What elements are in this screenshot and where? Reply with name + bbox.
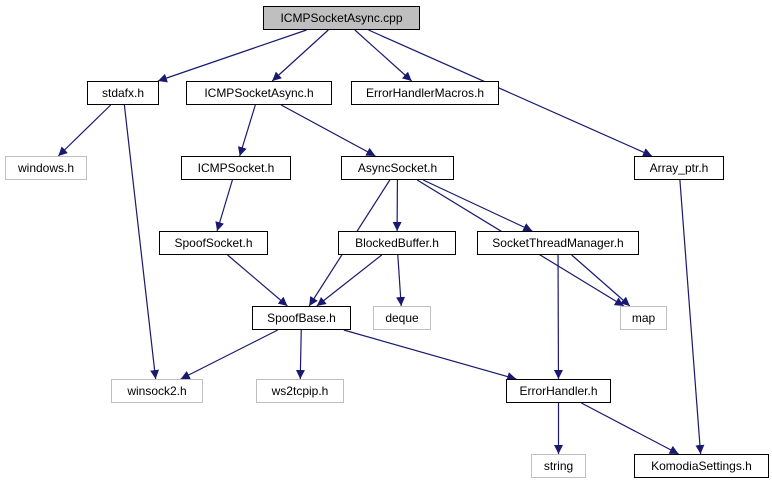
edge-icmpsocket_h-to-spoofsocket_h — [215, 179, 233, 232]
edge-spoofbase_h-to-ws2tcpip_h — [295, 329, 305, 380]
node-stdafx-h[interactable]: stdafx.h — [87, 81, 159, 105]
edge-stdafx_h-to-windows_h — [57, 104, 112, 157]
node-spoofsocket-h[interactable]: SpoofSocket.h — [159, 231, 268, 255]
node-ws2tcpip-h[interactable]: ws2tcpip.h — [256, 379, 344, 403]
edge-asyncsocket_h-to-socketthreadmanager_h — [422, 179, 533, 232]
edge-errorhandler_h-to-komodiasettings_h — [581, 402, 679, 455]
edge-socketthreadmanager_h-to-map — [571, 254, 631, 307]
node-deque[interactable]: deque — [373, 306, 431, 330]
node-winsock2-h[interactable]: winsock2.h — [111, 379, 203, 403]
edge-stdafx_h-to-winsock2_h — [123, 104, 160, 380]
edge-icmpsocketasync_cpp-to-errorhandlermacros_h — [354, 29, 413, 82]
node-asyncsocket-h[interactable]: AsyncSocket.h — [341, 156, 454, 180]
edge-icmpsocketasync_h-to-asyncsocket_h — [280, 104, 376, 157]
node-komodiasettings-h[interactable]: KomodiaSettings.h — [634, 454, 769, 478]
edge-icmpsocketasync_h-to-icmpsocket_h — [238, 104, 256, 157]
node-blockedbuffer-h[interactable]: BlockedBuffer.h — [338, 231, 456, 255]
node-socketthreadmanager-h[interactable]: SocketThreadManager.h — [477, 231, 639, 255]
edge-blockedbuffer_h-to-spoofbase_h — [316, 254, 383, 307]
edge-array_ptr_h-to-komodiasettings_h — [679, 179, 705, 455]
edge-icmpsocketasync_cpp-to-icmpsocketasync_h — [271, 29, 329, 82]
node-array-ptr-h[interactable]: Array_ptr.h — [634, 156, 724, 180]
node-errorhandlermacros-h[interactable]: ErrorHandlerMacros.h — [351, 81, 499, 105]
node-icmpsocket-h[interactable]: ICMPSocket.h — [181, 156, 291, 180]
edge-spoofsocket_h-to-spoofbase_h — [227, 254, 288, 307]
edge-spoofbase_h-to-errorhandler_h — [343, 329, 517, 381]
edge-icmpsocketasync_cpp-to-stdafx_h — [157, 29, 307, 83]
node-windows-h[interactable]: windows.h — [5, 156, 87, 180]
node-string[interactable]: string — [531, 454, 586, 478]
node-icmpsocketasync-h[interactable]: ICMPSocketAsync.h — [186, 81, 332, 105]
node-icmpsocketasync-cpp[interactable]: ICMPSocketAsync.cpp — [263, 6, 420, 30]
edge-spoofbase_h-to-winsock2_h — [180, 329, 279, 380]
edge-icmpsocketasync_cpp-to-array_ptr_h — [368, 29, 653, 157]
node-map[interactable]: map — [620, 306, 667, 330]
node-spoofbase-h[interactable]: SpoofBase.h — [252, 306, 351, 330]
edge-blockedbuffer_h-to-deque — [396, 254, 406, 307]
node-errorhandler-h[interactable]: ErrorHandler.h — [506, 379, 611, 403]
